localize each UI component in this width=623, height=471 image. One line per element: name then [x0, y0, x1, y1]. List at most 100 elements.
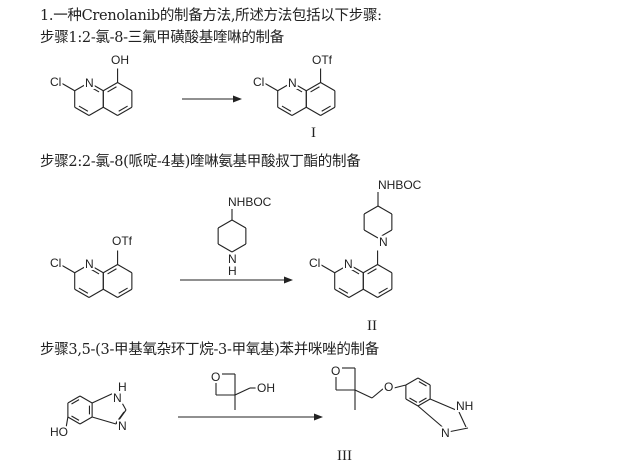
bond — [71, 415, 80, 421]
bond — [78, 105, 89, 112]
bond — [91, 416, 117, 425]
bond — [447, 427, 469, 433]
atom-piperidine-n: N — [379, 235, 388, 249]
bond — [89, 268, 100, 275]
bond — [67, 395, 81, 404]
bond — [377, 229, 393, 239]
bond — [429, 398, 457, 411]
bond — [115, 391, 127, 411]
claim-heading: 1.一种Crenolanib的制备方法,所述方法包括以下步骤: — [40, 8, 382, 24]
bond — [405, 377, 419, 386]
bond — [349, 268, 360, 275]
atom-n: N — [288, 76, 297, 90]
bond — [417, 377, 431, 386]
arrowhead-2 — [284, 276, 293, 284]
bond — [60, 264, 75, 274]
bond — [67, 416, 81, 425]
atom-cl: Cl — [309, 256, 320, 270]
atom-n: N — [85, 257, 94, 271]
bond — [378, 287, 388, 294]
bond — [71, 399, 80, 405]
bond — [393, 384, 407, 389]
bond — [117, 82, 133, 92]
bond — [118, 287, 128, 294]
bond — [418, 397, 427, 403]
bond — [377, 288, 393, 298]
bond — [321, 105, 331, 112]
atom-n: N — [344, 257, 353, 271]
bond — [320, 106, 336, 116]
atom-o: O — [384, 380, 393, 394]
bond — [88, 288, 104, 298]
atom-n: N — [441, 426, 450, 440]
atom-cl: Cl — [253, 75, 264, 89]
bond — [88, 264, 104, 274]
bond — [277, 106, 293, 116]
atom-oh: OH — [257, 381, 275, 395]
bond — [263, 82, 278, 92]
bond — [117, 288, 133, 298]
bond — [117, 106, 133, 116]
step2-heading: 步骤2:2-氯-8(哌啶-4基)喹啉氨基甲酸叔丁酯的制备 — [40, 154, 361, 170]
bond — [118, 105, 128, 112]
bond — [234, 387, 251, 396]
step1-heading: 步骤1:2-氯-8-三氟甲磺酸基喹啉的制备 — [40, 30, 284, 46]
bond — [89, 86, 100, 93]
bond — [281, 105, 292, 112]
bond — [217, 243, 233, 253]
bond — [348, 264, 364, 274]
bond — [91, 391, 117, 404]
bond — [74, 288, 90, 298]
bond — [417, 405, 447, 431]
atom-nhboc: NHBOC — [228, 195, 272, 209]
atom-oh: OH — [111, 53, 129, 67]
bond — [363, 205, 379, 215]
bond — [417, 398, 431, 407]
atom-ho: HO — [50, 425, 68, 439]
bond — [334, 264, 350, 274]
atom-o: O — [331, 364, 340, 378]
compound-label-II: II — [367, 318, 377, 334]
bond — [74, 106, 90, 116]
atom-cl: Cl — [50, 75, 61, 89]
bond — [363, 288, 378, 298]
bond — [291, 106, 307, 116]
bond — [405, 398, 419, 407]
bond — [292, 86, 303, 93]
bond — [88, 82, 104, 92]
bond — [78, 287, 89, 294]
bond — [277, 82, 293, 92]
atom-o: O — [211, 370, 220, 384]
atom-cl: Cl — [50, 256, 61, 270]
atom-otf: OTf — [312, 53, 333, 67]
atom-nhboc: NHBOC — [378, 178, 422, 192]
bond — [354, 389, 373, 399]
bond — [231, 219, 247, 229]
bond — [117, 264, 133, 274]
bond — [363, 229, 379, 239]
bond — [103, 82, 118, 92]
bond — [306, 82, 321, 92]
bond — [65, 416, 69, 429]
bond — [320, 82, 336, 92]
bond — [348, 288, 364, 298]
bond — [115, 411, 125, 424]
bond — [74, 82, 90, 92]
bond — [107, 86, 117, 93]
bond — [231, 243, 247, 253]
arrowhead-3 — [314, 413, 323, 421]
atom-nh: NH — [456, 399, 473, 413]
atom-n: N — [85, 76, 94, 90]
atom-h: H — [118, 380, 127, 394]
bond — [79, 416, 93, 425]
compound-label-I: I — [311, 125, 316, 141]
atom-n: N — [228, 252, 237, 266]
step3-heading: 步骤3,5-(3-甲基氧杂环丁烷-3-甲氧基)苯并咪唑的制备 — [40, 342, 379, 358]
bond — [103, 288, 118, 298]
bond — [377, 205, 393, 215]
bond — [79, 395, 93, 404]
compound-label-III: III — [337, 448, 352, 464]
bond — [103, 106, 118, 116]
bond — [320, 264, 335, 274]
